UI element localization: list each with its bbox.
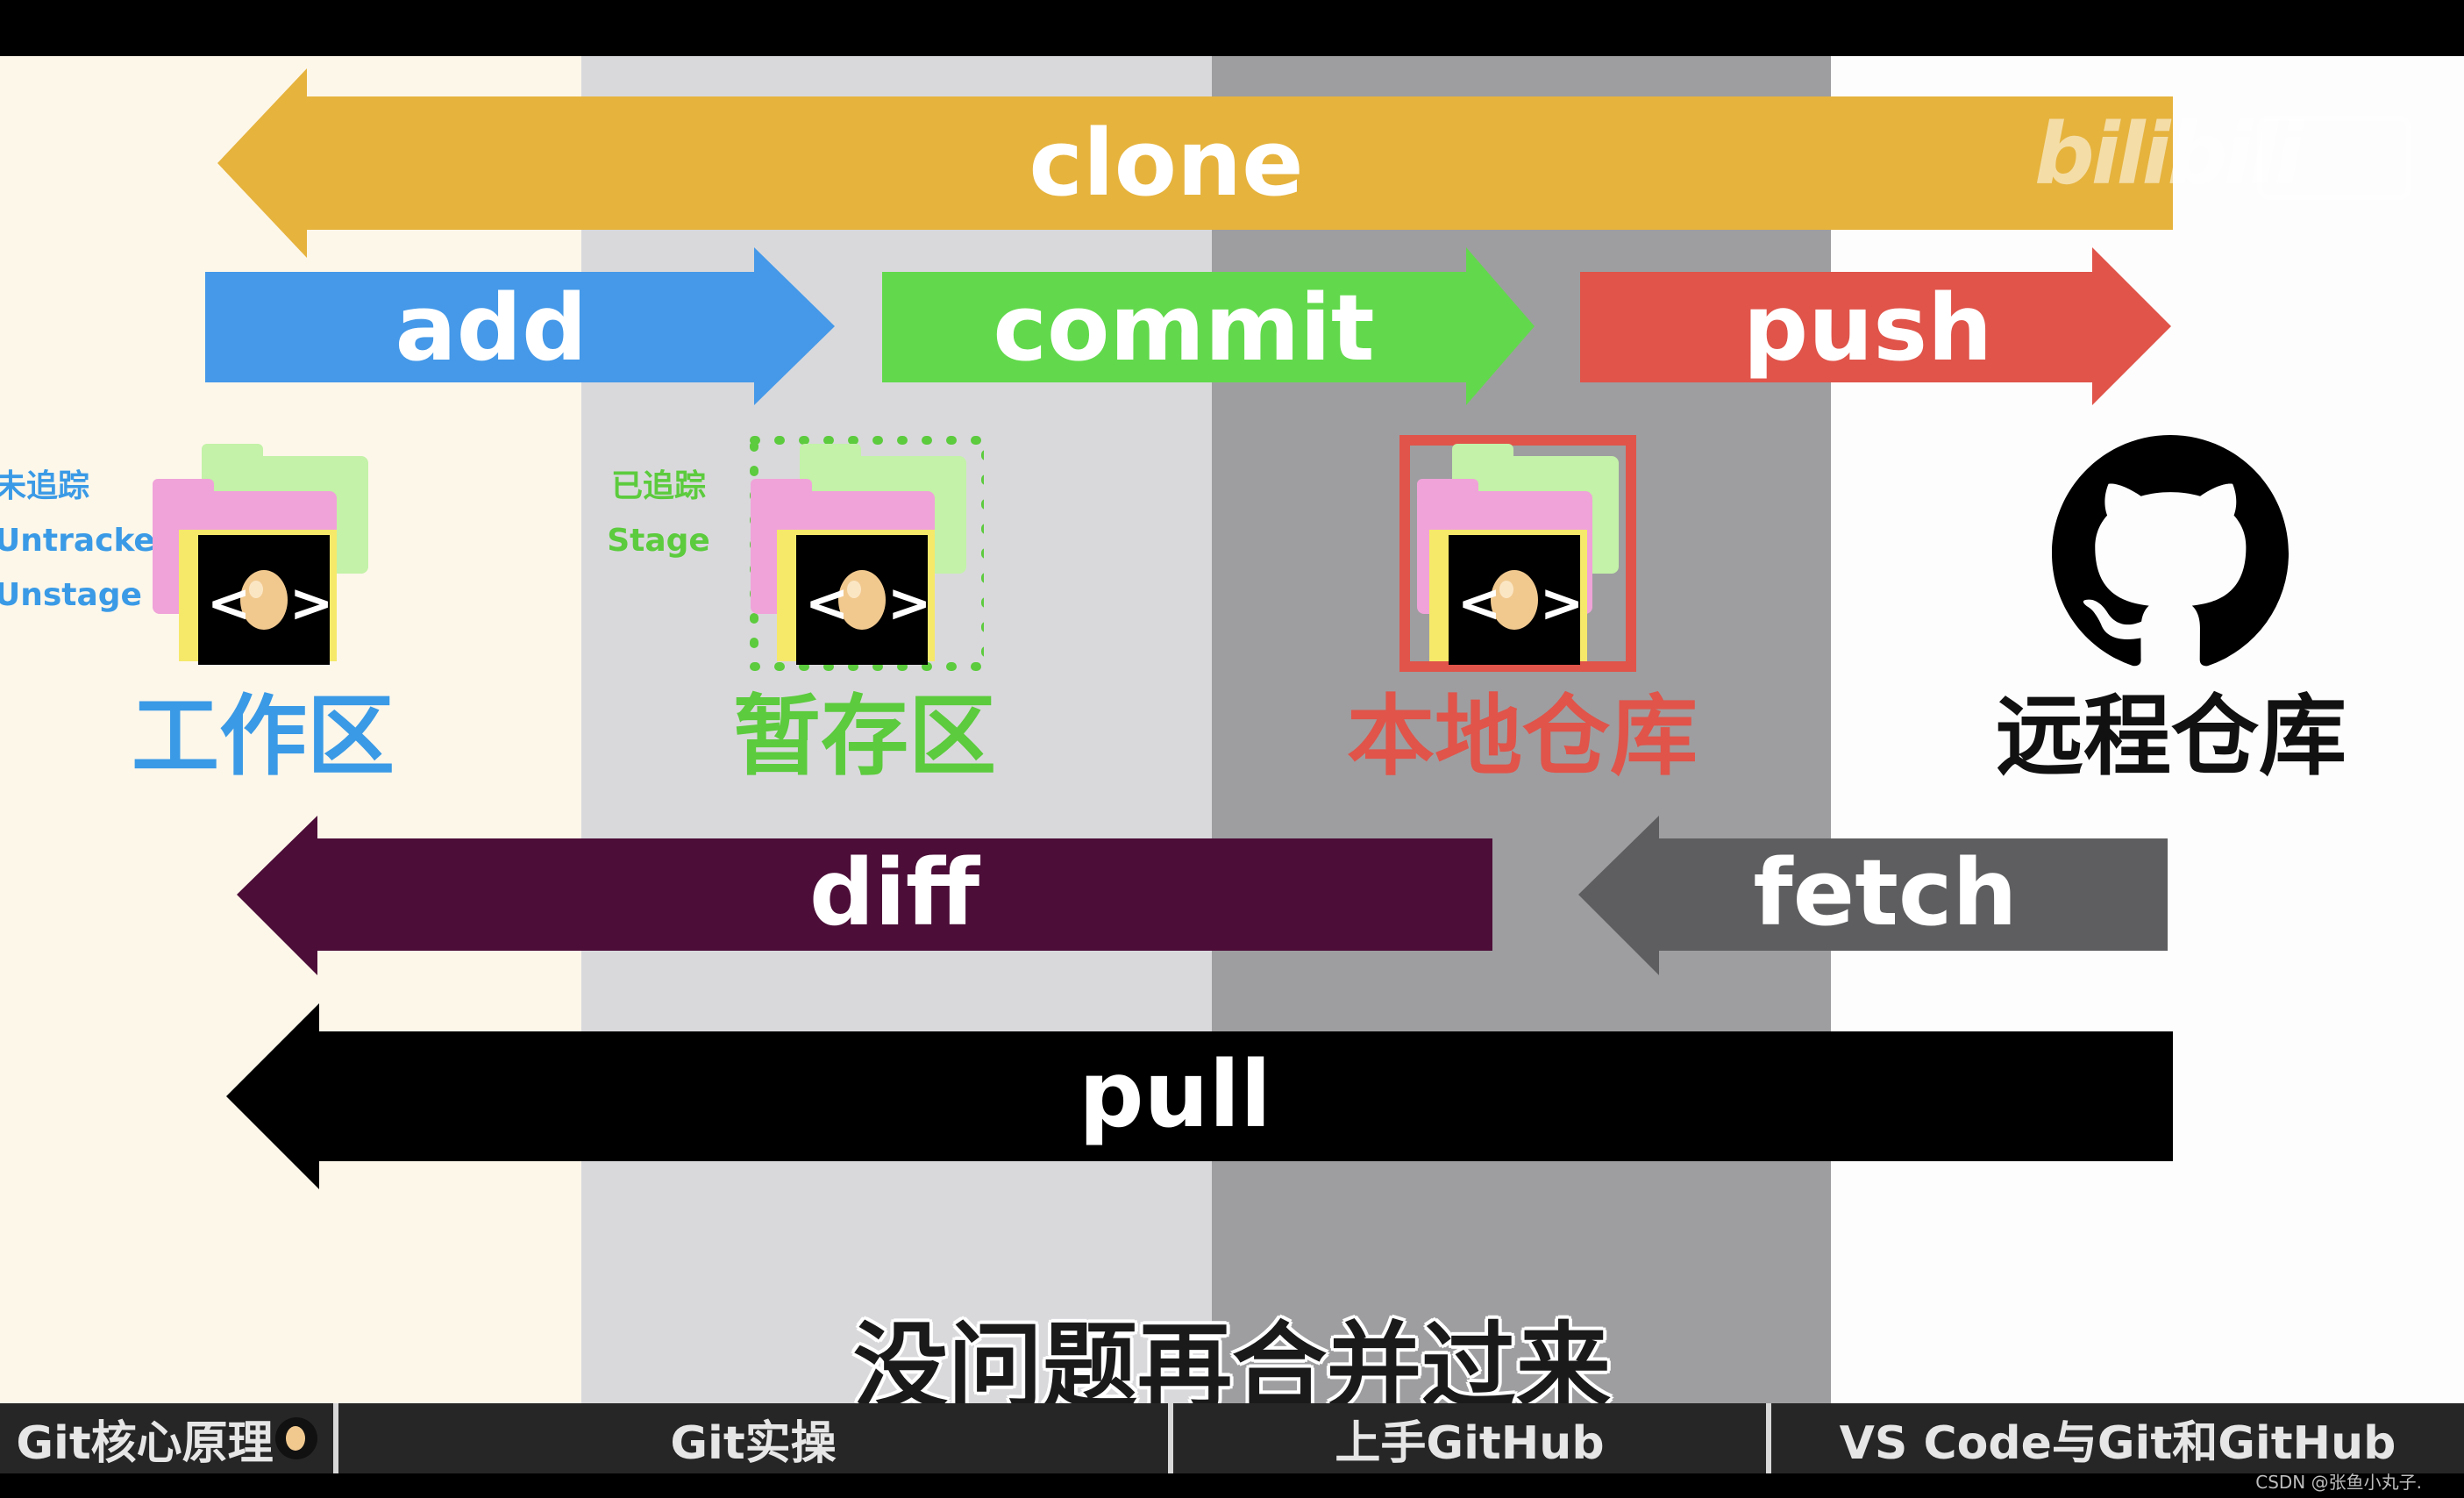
- chapter-git-core[interactable]: Git核心原理: [0, 1403, 333, 1473]
- svg-text:>: >: [1540, 573, 1584, 634]
- pull-arrow: [226, 1003, 2173, 1189]
- local-folder-icon: < >: [1399, 435, 1636, 675]
- untracked-notes: 未追踪 Untracked Unstage: [0, 460, 178, 623]
- chapter-git-core-label: Git核心原理: [16, 1416, 274, 1470]
- stage-folder-icon: < >: [747, 435, 990, 675]
- clone-label: clone: [1029, 110, 1304, 217]
- fetch-arrow: [1578, 816, 2168, 975]
- watermark-badge: [2257, 116, 2411, 200]
- note-tracked-cn: 已追踪: [610, 468, 706, 504]
- chapter-divider: [1168, 1403, 1173, 1473]
- note-untracked-en: Untracked: [0, 523, 178, 559]
- progress-knob-icon[interactable]: [274, 1417, 317, 1459]
- push-label: push: [1742, 275, 1993, 382]
- diff-label: diff: [808, 839, 980, 946]
- staging-area-label: 暂存区: [733, 685, 996, 788]
- chapter-vscode-label: VS Code与Git和GitHub: [1839, 1416, 2396, 1470]
- csdn-credit: CSDN @张鱼小丸子.: [2255, 1472, 2422, 1493]
- fetch-label: fetch: [1753, 839, 2018, 946]
- working-directory-label: 工作区: [132, 685, 395, 788]
- remote-repository-label: 远程仓库: [1996, 685, 2346, 788]
- chapter-git-practice-label: Git实操: [670, 1416, 837, 1470]
- push-arrow: [1580, 247, 2171, 405]
- svg-text:<: <: [805, 573, 849, 634]
- pull-label: pull: [1079, 1041, 1271, 1148]
- work-folder-icon: < >: [149, 435, 386, 675]
- svg-text:<: <: [1457, 573, 1501, 634]
- chapter-divider: [333, 1403, 338, 1473]
- chapter-divider: [1766, 1403, 1771, 1473]
- note-untracked-cn: 未追踪: [0, 468, 90, 504]
- clone-arrow: [217, 68, 2173, 258]
- chapter-github[interactable]: 上手GitHub: [1173, 1403, 1766, 1473]
- commit-label: commit: [993, 275, 1375, 382]
- svg-text:>: >: [887, 573, 931, 634]
- diff-arrow: [237, 816, 1492, 975]
- commit-arrow: [882, 247, 1535, 405]
- github-icon: [2052, 435, 2289, 675]
- chapter-github-label: 上手GitHub: [1335, 1416, 1605, 1470]
- chapter-git-practice[interactable]: Git实操: [338, 1403, 1168, 1473]
- svg-text:>: >: [289, 573, 333, 634]
- note-stage: Stage: [607, 523, 710, 559]
- add-label: add: [395, 275, 588, 382]
- note-unstage: Unstage: [0, 577, 142, 613]
- local-repository-label: 本地仓库: [1347, 685, 1698, 788]
- tracked-notes: 已追踪 Stage: [605, 460, 712, 568]
- chapter-vscode[interactable]: VS Code与Git和GitHub: [1771, 1403, 2464, 1473]
- svg-text:<: <: [207, 573, 251, 634]
- add-arrow: [205, 247, 835, 405]
- chapter-bar: Git核心原理 Git实操 上手GitHub VS Code与Git和GitHu…: [0, 1403, 2464, 1473]
